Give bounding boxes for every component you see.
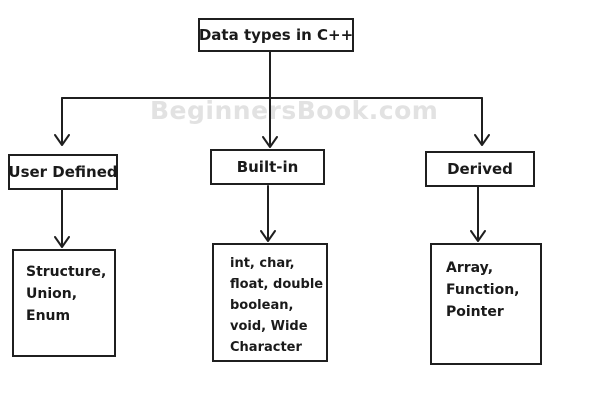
- derived-type-item: Function,: [446, 282, 520, 298]
- built-in-types-box: int, char, float, double boolean, void, …: [212, 243, 328, 362]
- derived-type-item: Array,: [446, 260, 494, 276]
- category-derived-label: Derived: [447, 160, 513, 178]
- derived-type-item: Pointer: [446, 304, 504, 320]
- user-defined-type-item: Structure,: [26, 264, 107, 280]
- category-user-defined-label: User Defined: [8, 163, 118, 181]
- arrowhead-derived-icon: [470, 230, 486, 242]
- arrowhead-right-icon: [474, 134, 490, 146]
- category-derived: Derived: [425, 151, 535, 187]
- arrowhead-middle-icon: [262, 136, 278, 148]
- user-defined-type-item: Union,: [26, 286, 78, 302]
- root-node: Data types in C++: [198, 18, 354, 52]
- category-built-in: Built-in: [210, 149, 325, 185]
- built-in-type-item: boolean,: [230, 298, 294, 313]
- category-user-defined: User Defined: [8, 154, 118, 190]
- user-defined-types-box: Structure, Union, Enum: [12, 249, 116, 357]
- watermark: BeginnersBook.com: [150, 96, 439, 125]
- built-in-type-item: float, double: [230, 277, 324, 292]
- category-built-in-label: Built-in: [236, 158, 299, 176]
- user-defined-type-item: Enum: [26, 308, 71, 324]
- arrowhead-built-in-icon: [260, 230, 276, 242]
- arrowhead-user-defined-icon: [54, 236, 70, 248]
- built-in-type-item: Character: [230, 340, 302, 355]
- root-label: Data types in C++: [198, 26, 354, 44]
- built-in-type-item: void, Wide: [230, 319, 308, 334]
- derived-types-box: Array, Function, Pointer: [430, 243, 542, 365]
- built-in-type-item: int, char,: [230, 256, 295, 271]
- arrowhead-left-icon: [54, 134, 70, 146]
